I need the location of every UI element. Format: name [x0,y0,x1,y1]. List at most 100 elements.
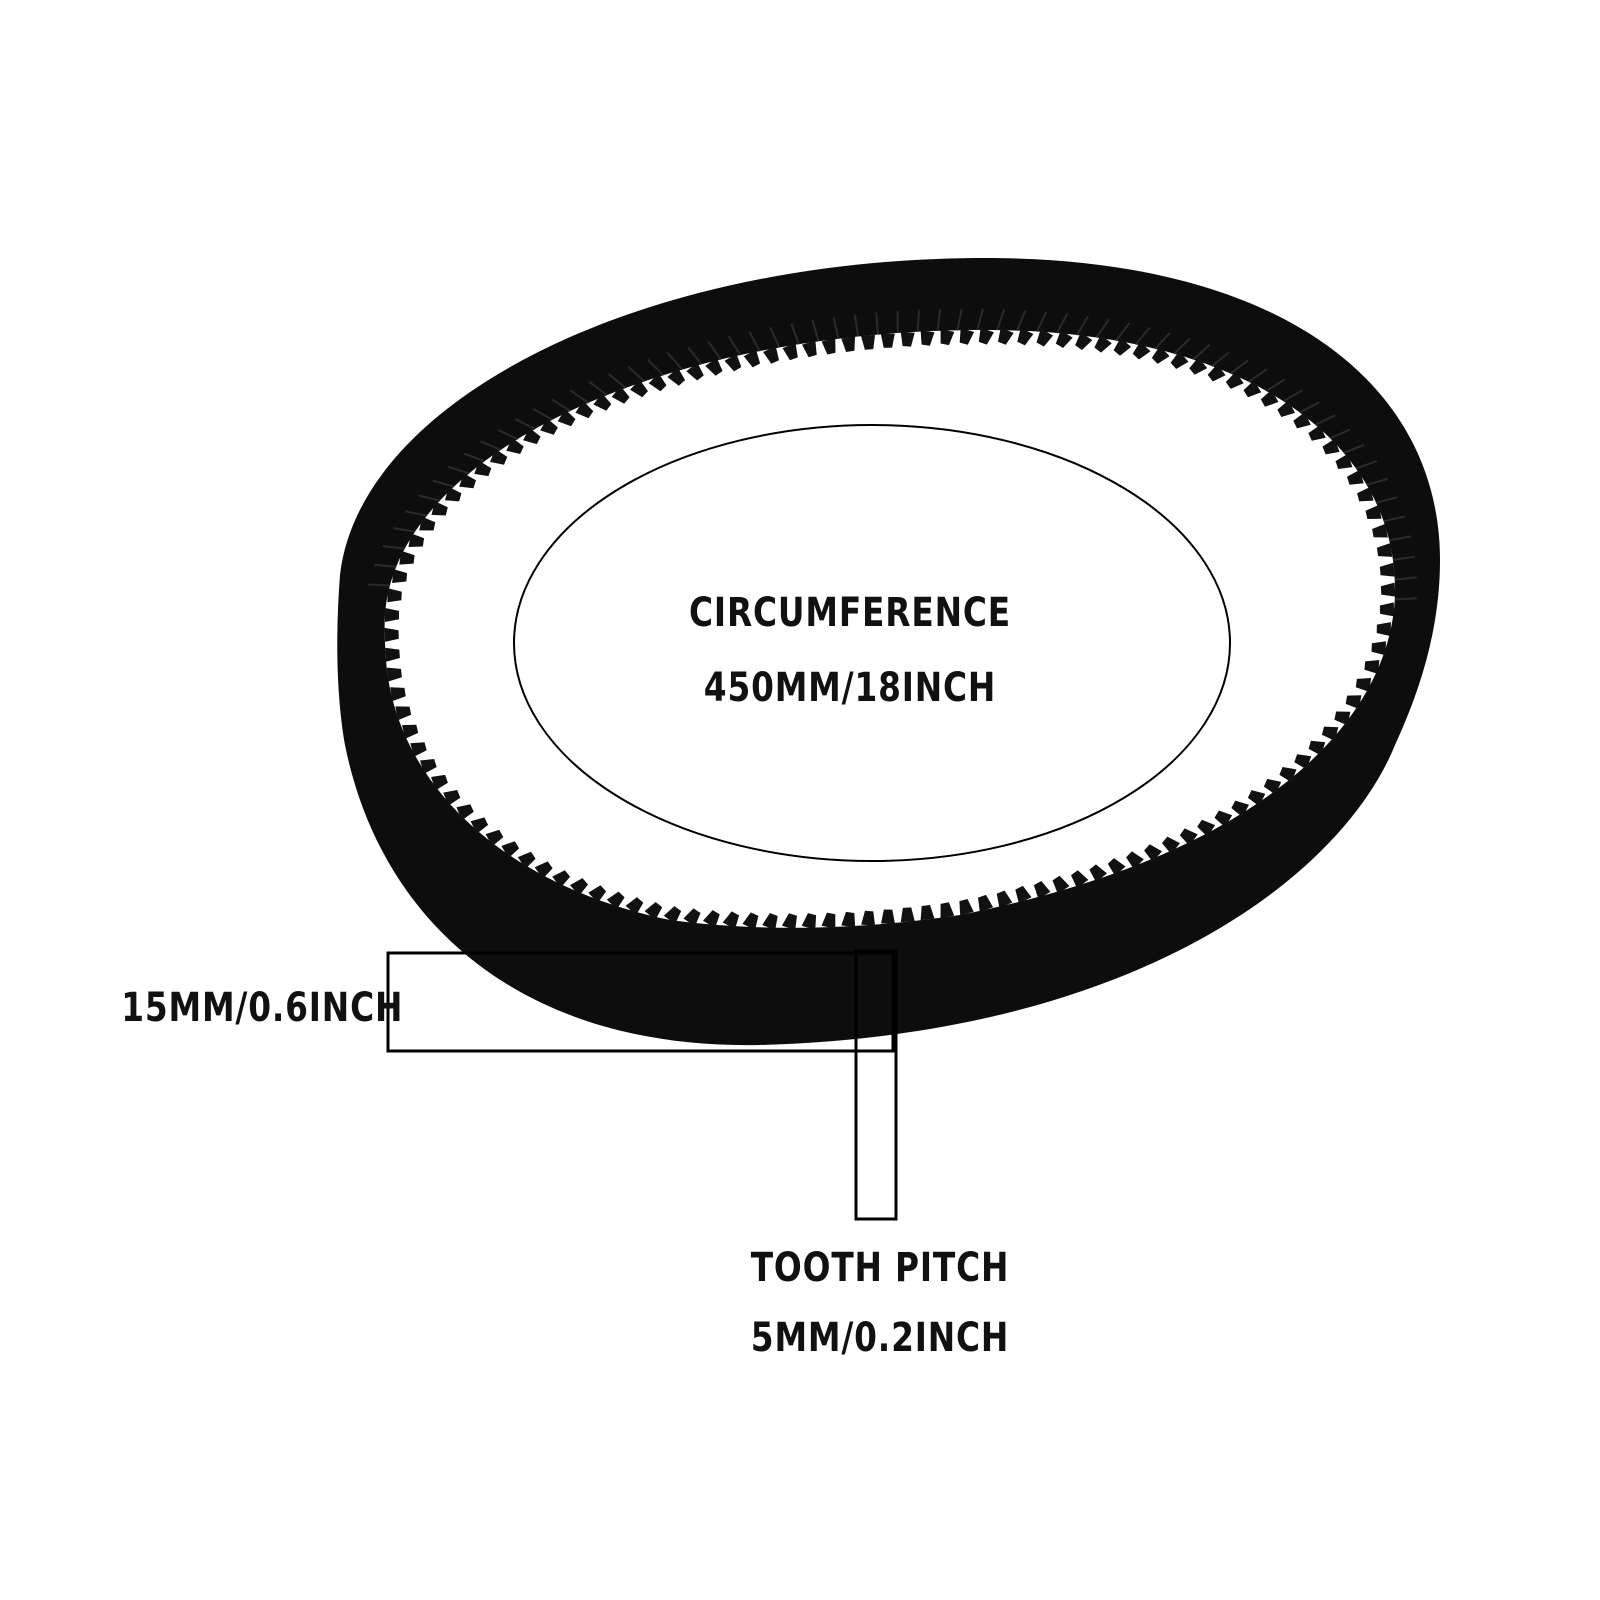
belt-tooth [1015,885,1032,904]
belt-tooth [1170,351,1189,369]
belt-tooth [881,909,895,924]
belt-tooth [900,907,915,923]
belt-ridge [382,545,405,550]
belt-tooth [1357,487,1374,502]
belt-tooth [781,913,797,930]
tooth-pitch-title: TOOTH PITCH [750,1245,1010,1291]
belt-ridge [769,326,781,348]
width-callout-box [386,951,895,1053]
belt-ridge [1154,331,1171,350]
belt-tooth [1075,332,1093,350]
belt-tooth [1071,870,1089,889]
belt-ridge [748,331,761,352]
belt-tooth [821,338,836,355]
belt-tooth [431,501,448,516]
belt-ridge [1389,535,1412,542]
belt-ridge [418,494,441,502]
belt-tooth [959,328,975,345]
belt-ridge [1134,326,1151,345]
belt-tooth [959,899,974,916]
belt-tooth [1033,881,1051,899]
pitch-callout-box [854,949,898,1221]
belt-tooth [420,759,437,774]
belt-tooth [900,331,915,347]
belt-ridge [666,352,684,371]
belt-ridge [374,563,397,568]
belt-tooth [940,902,955,919]
belt-tooth [1371,641,1387,656]
belt-tooth [1151,346,1170,364]
belt-tooth [1144,844,1162,862]
belt-ridge [569,389,590,404]
belt-tooth [742,912,759,930]
belt-tooth [385,647,400,662]
belt-ridge [447,465,470,475]
belt-tooth [630,379,648,398]
width-value: 15MM/0.6INCH [121,985,404,1031]
belt-tooth [1089,864,1107,883]
belt-tooth [575,401,594,419]
belt-tooth [861,334,875,350]
belt-ridge [1192,344,1211,361]
belt-ridge [1394,576,1417,581]
belt-tooth [1334,711,1351,726]
belt-tooth [1365,505,1382,519]
belt-tooth [1260,389,1279,407]
belt-ridge [1329,428,1351,440]
belt-tooth [1347,469,1364,485]
belt-tooth [821,912,836,929]
belt-ridge [480,440,502,451]
belt-tooth [1197,819,1216,837]
belt-tooth [517,851,536,869]
belt-tooth [1243,380,1262,398]
belt-ridge [1075,315,1090,336]
belt-tooth [1179,828,1198,846]
belt-ridge [707,340,722,361]
belt-ridge [607,373,627,389]
belt-tooth [801,913,817,930]
belt-ridge [1375,496,1398,504]
belt-tooth [408,533,425,547]
belt-tooth [540,418,558,435]
belt-ridge [1394,597,1417,601]
belt-tooth [880,333,895,348]
belt-ridge [936,308,942,332]
tooth-pitch-value: 5MM/0.2INCH [750,1315,1010,1361]
belt-tooth [802,340,817,358]
belt-tooth [1277,400,1295,417]
belt-tooth [782,343,798,361]
belt-tooth [1376,622,1391,637]
belt-tooth [1355,678,1372,692]
belt-tooth [506,438,524,454]
circumference-ellipse [513,424,1231,862]
belt-tooth [1293,412,1311,429]
belt-tooth [387,588,402,603]
belt-tooth [534,861,553,879]
belt-tooth [920,330,935,346]
belt-tooth [1308,740,1326,756]
belt-tooth [1321,726,1339,741]
belt-tooth [456,804,474,821]
circumference-value: 450MM/18INCH [703,665,997,711]
belt-ridge [916,309,920,332]
belt-tooth [1225,371,1244,389]
belt-tooth [861,910,876,926]
belt-ridge [463,452,485,463]
circumference-title: CIRCUMFERENCE [689,590,1011,636]
belt-tooth [686,362,704,381]
belt-ridge [853,314,860,337]
belt-tooth [1294,754,1312,770]
belt-tooth [399,550,415,565]
belt-ridge [1366,477,1389,487]
belt-tooth [703,910,720,928]
belt-tooth [1214,810,1233,828]
belt-tooth [1036,328,1054,347]
belt-ridge [1392,555,1415,561]
belt-ridge [1265,378,1286,392]
belt-tooth [1322,438,1340,455]
belt-ridge [727,335,742,356]
belt-tooth [459,473,476,489]
belt-tooth [1207,364,1226,382]
belt-tooth [1094,334,1112,353]
